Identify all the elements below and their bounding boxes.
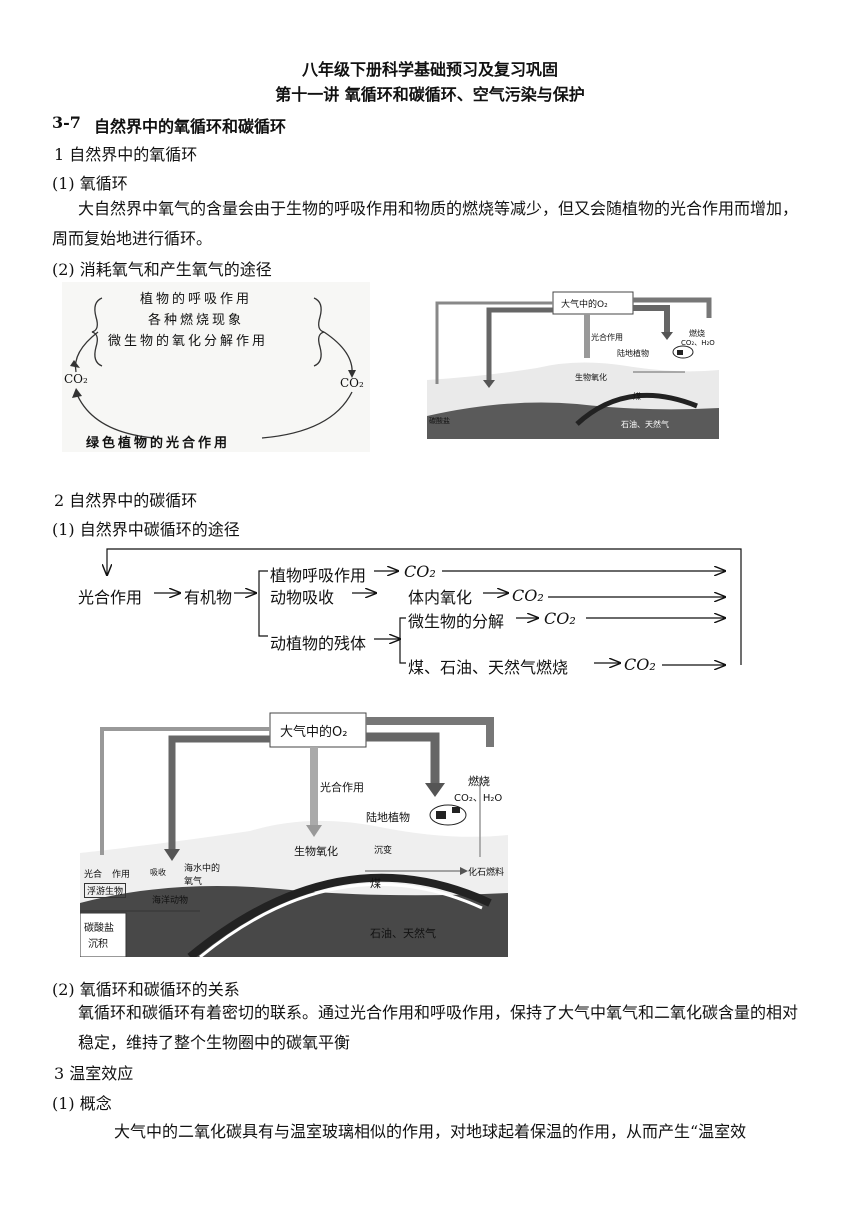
- carbon-heading: 2 自然界中的碳循环: [54, 491, 198, 510]
- large-atmo-o2: 大气中的O₂: [280, 725, 348, 740]
- page-subtitle: 第十一讲 氧循环和碳循环、空气污染与保护: [275, 85, 585, 104]
- carbon-sub1: (1) 自然界中碳循环的途径: [52, 520, 240, 539]
- flow-co2-1: CO₂: [404, 562, 436, 581]
- oxygen-sub2: (2) 消耗氧气和产生氧气的途径: [52, 260, 272, 279]
- large-absorb: 吸收: [150, 868, 166, 877]
- large-marine-animals: 海洋动物: [152, 896, 189, 906]
- oxygen-cycle-diagram: 植物的呼吸作用 各种燃烧现象 微生物的氧化分解作用 CO₂ CO₂ 绿色植物的光…: [62, 282, 370, 452]
- oxygen-sub1: (1) 氧循环: [52, 174, 128, 193]
- flow-co2-4: CO₂: [624, 655, 656, 674]
- small-burning: 燃烧: [689, 329, 705, 338]
- flow-remains: 动植物的残体: [270, 634, 367, 653]
- flow-animal-absorb: 动物吸收: [270, 588, 335, 607]
- cycle-item-microbe: 微生物的氧化分解作用: [108, 334, 269, 349]
- large-land-plants: 陆地植物: [366, 811, 410, 824]
- greenhouse-para: 大气中的二氧化碳具有与温室玻璃相似的作用，对地球起着保温的作用，从而产生“温室效: [114, 1122, 747, 1141]
- large-plankton: 浮游生物: [84, 883, 127, 898]
- flow-microbe: 微生物的分解: [408, 612, 505, 631]
- oxygen-heading: 1 自然界中的氧循环: [54, 145, 198, 164]
- large-cycle-diagram: 大气中的O₂ 光合作用 燃烧 CO₂、H₂O 陆地植物 生物氧化 沉变 煤 化石…: [79, 703, 508, 961]
- small-oil-gas: 石油、天然气: [621, 420, 669, 429]
- section-number: 3-7: [52, 113, 81, 132]
- small-atmo-o2: 大气中的O₂: [561, 300, 608, 310]
- small-carbonate: 碳酸盐: [429, 417, 450, 425]
- flow-plant-respiration: 植物呼吸作用: [270, 566, 367, 585]
- flow-organic: 有机物: [184, 588, 233, 607]
- carbon-sub2: (2) 氧循环和碳循环的关系: [52, 980, 240, 999]
- oxygen-cycle-arrows: [70, 297, 356, 439]
- large-action: 作用: [112, 870, 131, 880]
- large-decay: 沉变: [374, 846, 393, 856]
- cycle-co2-left: CO₂: [64, 372, 88, 386]
- small-cycle-diagram: 大气中的O₂ 光合作用 燃烧 CO₂、H₂O 陆地植物 生物氧化 煤 石油、天然…: [427, 288, 719, 439]
- small-diagram-art: [427, 288, 719, 439]
- flow-fossil: 煤、石油、天然气燃烧: [408, 658, 569, 677]
- large-carbonate: 碳酸盐: [84, 923, 114, 934]
- greenhouse-sub1: (1) 概念: [52, 1094, 112, 1113]
- flow-photosynthesis: 光合作用: [78, 588, 143, 607]
- flow-co2-3: CO₂: [544, 609, 576, 628]
- large-diagram-art: [79, 703, 508, 961]
- large-fossil-fuel: 化石燃料: [468, 868, 505, 878]
- section-title: 自然界中的氧循环和碳循环: [94, 117, 287, 136]
- large-bio-oxidation: 生物氧化: [294, 845, 338, 858]
- large-burn-products: CO₂、H₂O: [454, 793, 503, 804]
- oxygen-para: 大自然界中氧气的含量会由于生物的呼吸作用和物质的燃烧等减少，但又会随植物的光合作…: [52, 199, 799, 248]
- carbon-flow-chart: 光合作用 有机物 植物呼吸作用 CO₂ 动物吸收 体内氧化 CO₂ 动植物的残体…: [70, 545, 750, 677]
- carbon-flow-lines: [70, 548, 742, 673]
- page-title: 八年级下册科学基础预习及复习巩固: [301, 60, 558, 79]
- large-oil-gas: 石油、天然气: [370, 927, 436, 940]
- cycle-co2-right: CO₂: [340, 376, 364, 390]
- small-coal: 煤: [633, 392, 641, 401]
- large-burning: 燃烧: [468, 775, 490, 788]
- cycle-item-plant-respiration: 植物的呼吸作用: [140, 292, 253, 307]
- small-bio-oxidation: 生物氧化: [575, 373, 607, 382]
- cycle-item-burning: 各种燃烧现象: [148, 313, 245, 328]
- small-land-plants: 陆地植物: [617, 349, 649, 358]
- large-sea-oxygen: 海水中的氧气: [184, 864, 221, 887]
- large-photo-small: 光合: [84, 870, 103, 880]
- relation-para: 氧循环和碳循环有着密切的联系。通过光合作用和呼吸作用，保持了大气中氧气和二氧化碳…: [78, 1003, 799, 1052]
- large-photosynthesis: 光合作用: [320, 781, 364, 794]
- small-burn-products: CO₂、H₂O: [681, 339, 715, 347]
- greenhouse-heading: 3 温室效应: [54, 1064, 134, 1083]
- large-sediment: 沉积: [88, 939, 108, 950]
- flow-co2-2: CO₂: [512, 586, 544, 605]
- small-photosynthesis: 光合作用: [591, 333, 623, 342]
- cycle-photosynthesis: 绿色植物的光合作用: [86, 436, 231, 451]
- flow-body-oxidation: 体内氧化: [408, 588, 473, 607]
- large-coal: 煤: [370, 877, 381, 890]
